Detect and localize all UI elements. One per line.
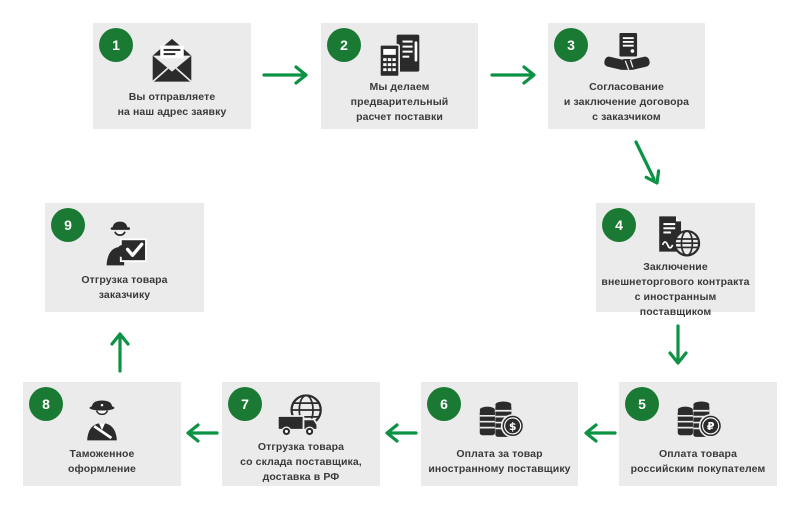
step-2-label: Мы делаем предварительный расчет поставк…	[350, 81, 449, 123]
step-4-number-badge: 4	[602, 208, 636, 242]
open-envelope-icon	[93, 23, 251, 90]
step-9-box: 9 Отгрузка товара заказчику	[45, 203, 204, 312]
step-1-number-badge: 1	[99, 28, 133, 62]
customs-officer-icon	[23, 382, 181, 447]
step-7-number-badge: 7	[228, 387, 262, 421]
coins-ruble-icon: ₽	[619, 382, 777, 447]
step-8-number-badge: 8	[29, 387, 63, 421]
step-6-label: Оплата за товар иностранному поставщику	[428, 448, 571, 475]
step-3-number-badge: 3	[554, 28, 588, 62]
arrow-step1-to-step2	[262, 65, 308, 85]
step-9-label: Отгрузка товара заказчику	[81, 274, 168, 301]
step-8-label: Таможенное оформление	[68, 448, 136, 475]
step-4-box: 4 Заключение внешнеторгового контракта с…	[596, 203, 755, 318]
courier-delivery-icon	[45, 203, 204, 273]
step-2-box: 2 Мы делаем предварительный расчет пост	[321, 23, 478, 129]
step-6-number-badge: 6	[427, 387, 461, 421]
step-5-number-badge: 5	[625, 387, 659, 421]
arrow-step2-to-step3	[490, 65, 536, 85]
ruble-symbol: ₽	[707, 419, 715, 432]
step-9-number-badge: 9	[51, 208, 85, 242]
step-4-label: Заключение внешнеторгового контракта с и…	[601, 261, 750, 318]
arrow-step8-to-step9	[110, 332, 130, 373]
step-1-label: Вы отправляете на наш адрес заявку	[117, 91, 227, 118]
step-3-label: Согласование и заключение договора с зак…	[563, 81, 690, 123]
dollar-symbol: $	[508, 419, 516, 432]
contract-globe-icon	[596, 203, 755, 260]
step-5-label: Оплата товара российским покупателем	[630, 448, 766, 475]
step-8-box: 8 Таможенное оформление	[23, 382, 181, 486]
step-3-box: 3 Согласование и заключение договора с з…	[548, 23, 705, 129]
arrow-step3-to-step4	[634, 140, 661, 185]
step-1-box: 1 Вы отправляете на наш адрес заявку	[93, 23, 251, 129]
arrow-step6-to-step7	[385, 423, 418, 443]
step-6-box: 6 $ Оплата за товар иностранному поставщ…	[421, 382, 578, 486]
globe-truck-icon	[222, 382, 380, 440]
arrow-step5-to-step6	[584, 423, 617, 443]
contract-handshake-icon	[548, 23, 705, 80]
arrow-step7-to-step8	[186, 423, 219, 443]
step-7-label: Отгрузка товара со склада поставщика, до…	[240, 441, 362, 483]
step-2-number-badge: 2	[327, 28, 361, 62]
coins-dollar-icon: $	[421, 382, 578, 447]
calculator-document-icon	[321, 23, 478, 80]
step-7-box: 7 Отгрузка товара со склада поставщика, …	[222, 382, 380, 486]
arrow-step4-to-step5	[668, 324, 688, 365]
step-5-box: 5 ₽ Оплата товара российским покупателем	[619, 382, 777, 486]
